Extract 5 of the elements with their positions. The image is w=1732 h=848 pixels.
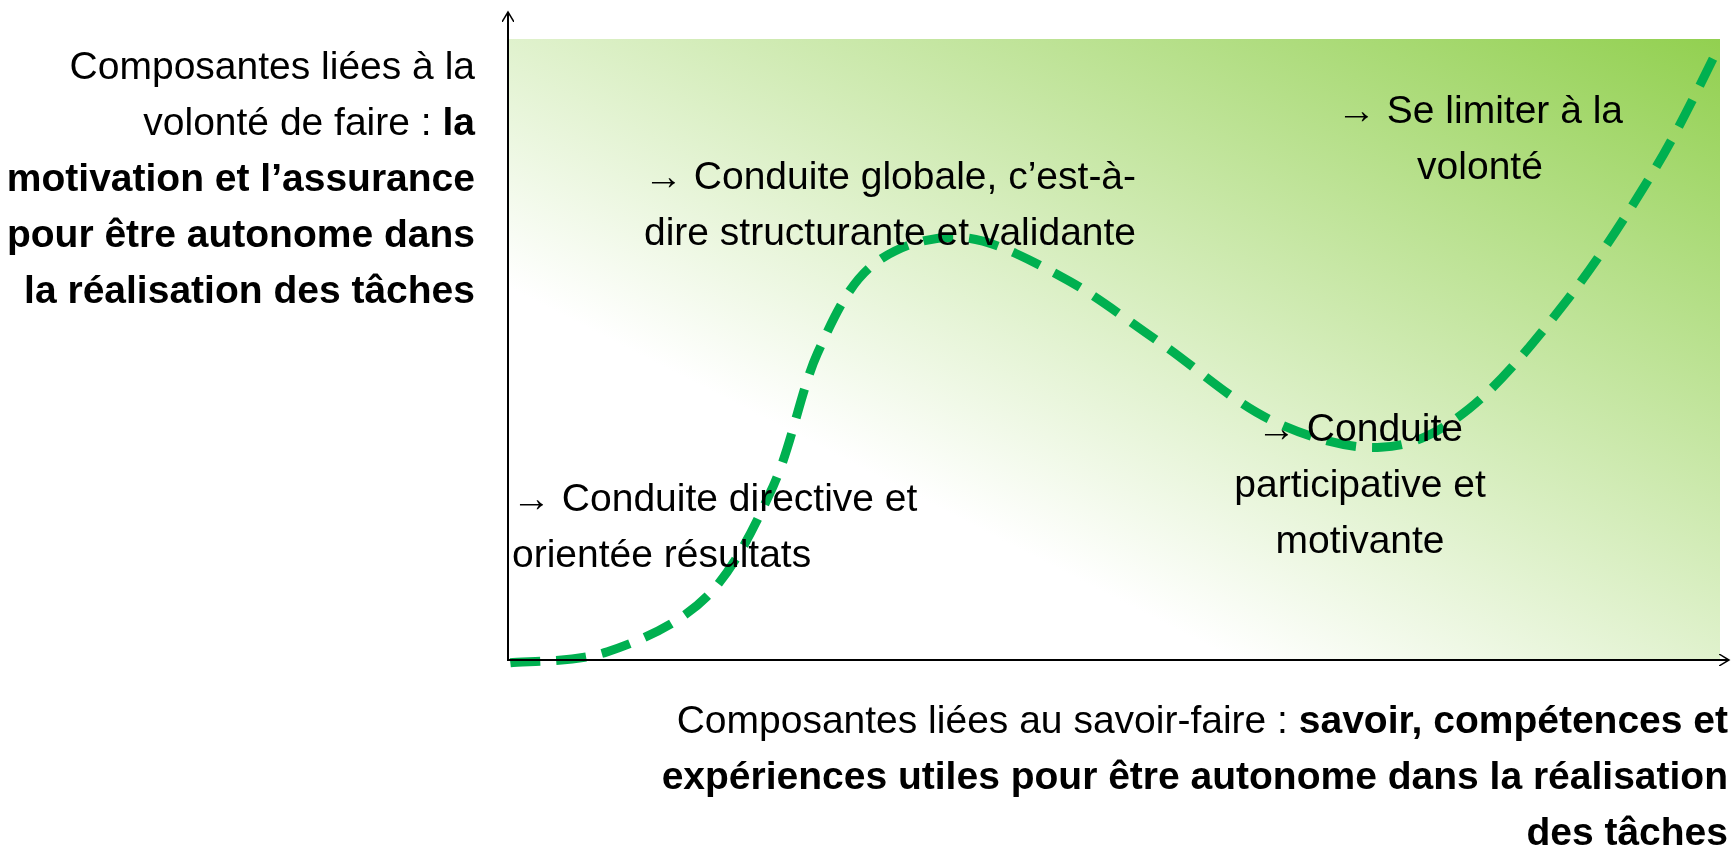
phase-annotation: → Se limiter à la volonté <box>1335 87 1625 189</box>
phase-annotation: → Conduite directive et orientée résultats <box>512 475 919 577</box>
y-axis-title: Composantes liées à la volonté de faire : la motivation et l’assurance pour être autonome dans la réalisation des tâches <box>5 43 475 313</box>
phase-annotation: → Conduite globale, c’est-à-dire structurante et validante <box>642 153 1138 255</box>
x-axis-title: Composantes liées au savoir-faire : savoir, compétences et expériences utiles pour être autonome dans la réalisation des tâches <box>660 697 1728 848</box>
